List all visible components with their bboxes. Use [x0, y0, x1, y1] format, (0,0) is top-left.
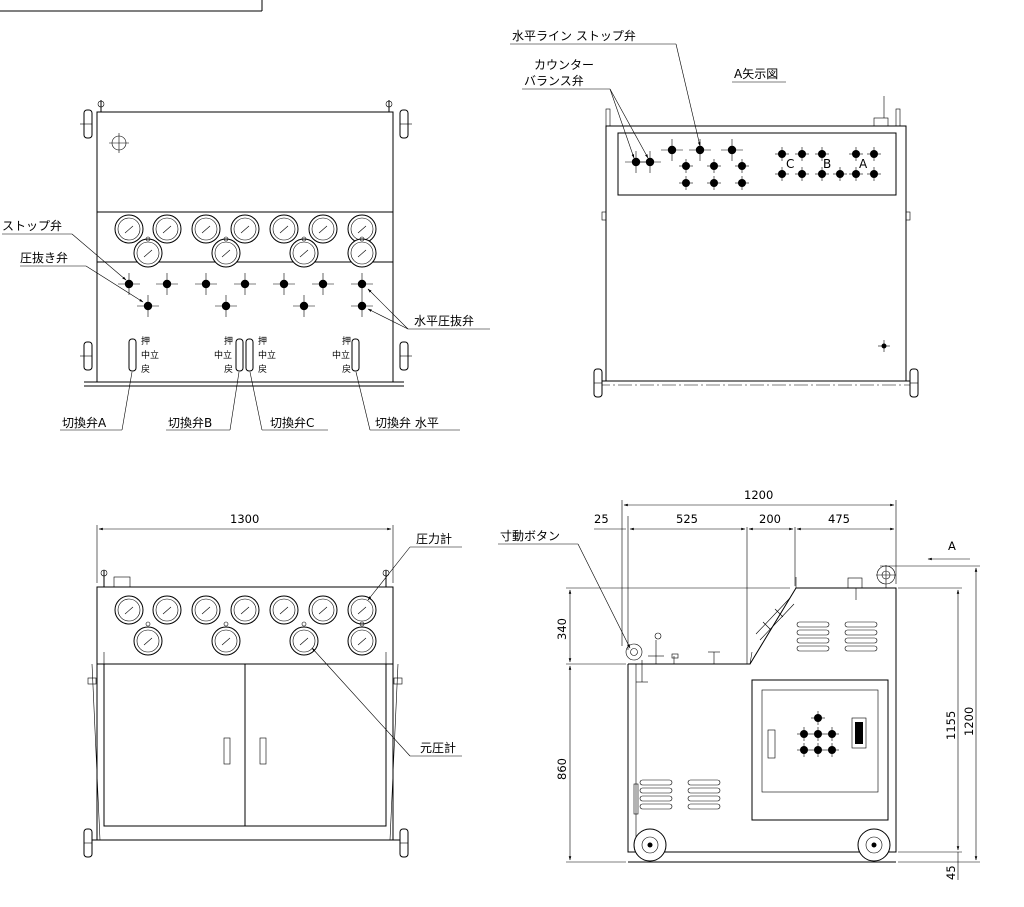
control-box-icon [751, 679, 889, 821]
horizontal-pressure-release-valve-label: 水平圧抜弁 [414, 313, 474, 328]
side-segment-2-dimension: 200 [759, 512, 781, 526]
switch-valve-horizontal-label: 切換弁 水平 [375, 415, 439, 430]
height-lower-dimension: 860 [555, 758, 569, 780]
panel-letter-c: C [786, 157, 794, 171]
main-pressure-gauge-label: 元圧計 [420, 740, 456, 755]
side-offset-dimension: 25 [594, 512, 609, 526]
lever-neutral-label: 中立 [141, 349, 159, 361]
side-segment-1-dimension: 525 [676, 512, 698, 526]
title-frame-fragment [0, 0, 263, 12]
view-arrow-letter: A [948, 539, 956, 553]
height-upper-dimension: 340 [555, 618, 569, 640]
wheel-icon [593, 368, 919, 398]
wheel-icon [633, 828, 891, 862]
vent-icon [633, 621, 878, 815]
panel-letter-a: A [859, 157, 868, 171]
lever-neutral-label: 中立 [214, 349, 232, 361]
front-elevation-view: 1300 圧力計 元圧計 [83, 512, 462, 858]
crosshair-icon [878, 340, 890, 352]
gauge-icon [114, 595, 377, 656]
counter-balance-valve-label-line1: カウンター [534, 58, 594, 72]
lever-push-label: 押 [141, 335, 150, 347]
switch-lever-icon [128, 338, 360, 372]
lifting-eye-icon [100, 569, 390, 587]
front-panel-view: 押 中立 戻 押 中立 戻 押 中立 戻 押 中立 戻 ストップ弁 圧抜き弁 水… [2, 100, 490, 431]
horizontal-line-stop-valve-label: 水平ライン ストップ弁 [512, 28, 636, 43]
side-elevation-view: 1200 25 525 200 475 340 860 1155 1200 45… [498, 488, 980, 880]
lifting-eye-icon [876, 565, 896, 588]
switch-valve-b-label: 切換弁B [168, 415, 212, 430]
wheel-icon [80, 109, 412, 371]
wheel-icon [83, 828, 409, 858]
height-1200-dimension: 1200 [962, 707, 976, 736]
height-1155-dimension: 1155 [944, 711, 958, 740]
arrow-view-a-title: A矢示図 [734, 67, 778, 81]
valve-icon [117, 272, 374, 318]
inspection-window-icon [755, 597, 795, 641]
stop-valve-label: ストップ弁 [2, 218, 62, 233]
lever-return-label: 戻 [258, 363, 267, 375]
inching-button-label: 寸動ボタン [500, 529, 560, 543]
arrow-view-a: C B A A矢示図 水平ライン ストップ弁 カウンター バランス弁 [510, 28, 919, 398]
panel-letter-b: B [823, 157, 831, 171]
pressure-gauge-label: 圧力計 [416, 531, 452, 546]
lever-return-label: 戻 [141, 363, 150, 375]
bottom-clearance-dimension: 45 [944, 865, 958, 880]
valve-icon [624, 138, 882, 191]
lever-push-label: 押 [224, 335, 233, 347]
front-width-dimension: 1300 [230, 512, 259, 526]
pressure-release-valve-label: 圧抜き弁 [20, 250, 68, 265]
switch-valve-a-label: 切換弁A [62, 415, 107, 430]
lever-neutral-label: 中立 [332, 349, 350, 361]
lifting-eye-icon [97, 100, 393, 112]
lever-return-label: 戻 [224, 363, 233, 375]
crosshair-icon [109, 133, 129, 153]
lever-return-label: 戻 [342, 363, 351, 375]
lever-push-label: 押 [342, 335, 351, 347]
lever-push-label: 押 [258, 335, 267, 347]
counter-balance-valve-label-line2: バランス弁 [524, 73, 584, 88]
switch-valve-c-label: 切換弁C [270, 415, 314, 430]
side-segment-3-dimension: 475 [828, 512, 850, 526]
inching-button-icon [625, 632, 720, 683]
side-total-width-dimension: 1200 [744, 488, 773, 502]
lever-neutral-label: 中立 [258, 349, 276, 361]
gauge-icon [114, 214, 377, 268]
